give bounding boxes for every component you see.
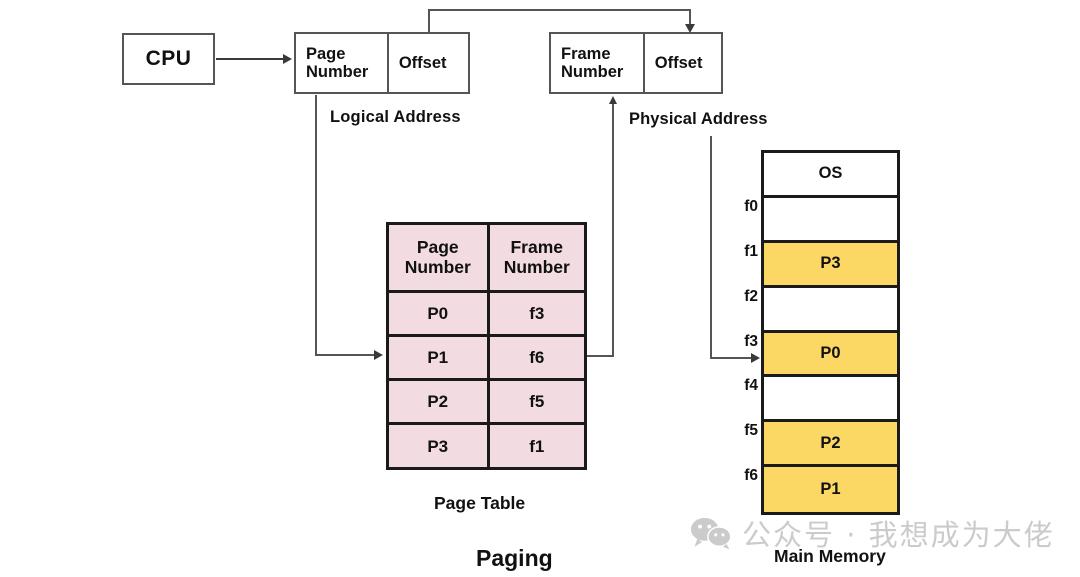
- page-table-row: P3 f1: [389, 425, 584, 469]
- memory-row-f0: [764, 197, 897, 243]
- page-table-cell-page: P2: [427, 391, 449, 411]
- physical-offset-cell: Offset: [642, 34, 721, 92]
- memory-frame-label: f3: [744, 332, 758, 350]
- offset-connector-top-segment: [428, 9, 690, 11]
- page-table-cell-page: P1: [427, 347, 449, 367]
- logical-page-number-line2: Number: [306, 63, 369, 81]
- memory-row-f2: [764, 287, 897, 333]
- physical-frame-number-line1: Frame: [561, 44, 611, 63]
- cpu-to-logical-line: [216, 58, 284, 60]
- memory-frame-label: f4: [744, 377, 758, 395]
- physical-address-caption: Physical Address: [629, 110, 768, 128]
- memory-row-os: OS: [764, 153, 897, 198]
- logical-offset-label: Offset: [398, 53, 447, 72]
- frame-lookup-vertical: [612, 100, 614, 356]
- physical-to-memory-horizontal: [710, 357, 753, 359]
- memory-row-wrap: f6 P1: [744, 467, 897, 512]
- page-table-header-frame-number: Frame Number: [486, 225, 585, 290]
- physical-to-memory-vertical: [710, 136, 712, 358]
- physical-address-box: Frame Number Offset: [549, 32, 723, 94]
- physical-offset-label: Offset: [654, 53, 703, 72]
- physical-frame-number-cell: Frame Number: [551, 34, 643, 92]
- page-table: Page Number Frame Number P0 f3 P1 f6 P2 …: [386, 222, 587, 470]
- page-number-to-table-arrowhead: [374, 350, 383, 360]
- wechat-logo-icon: [690, 516, 734, 550]
- memory-row-f3: P0: [764, 332, 897, 378]
- page-table-header-page-number: Page Number: [389, 225, 487, 290]
- page-number-to-table-vertical: [315, 95, 317, 355]
- page-table-cell-page: P0: [427, 303, 449, 323]
- offset-connector-up-segment: [428, 9, 430, 33]
- page-table-cell-frame: f6: [486, 337, 585, 378]
- cpu-to-logical-arrowhead: [283, 54, 292, 64]
- memory-frame-label: f1: [744, 242, 758, 260]
- page-table-caption: Page Table: [434, 493, 526, 513]
- page-table-row: P0 f3: [389, 293, 584, 337]
- memory-row-f5: P2: [764, 422, 897, 468]
- page-table-header-row: Page Number Frame Number: [389, 225, 584, 293]
- memory-row-f1: P3: [764, 242, 897, 288]
- physical-to-memory-arrowhead: [751, 353, 760, 363]
- page-number-to-table-horizontal: [315, 354, 375, 356]
- page-table-cell-frame: f5: [486, 381, 585, 422]
- page-table-cell-frame: f1: [486, 425, 585, 469]
- physical-frame-number-line2: Number: [561, 63, 624, 81]
- memory-row-wrap: f3 P0: [744, 332, 897, 378]
- memory-row-wrap: OS: [764, 153, 897, 198]
- main-memory-caption: Main Memory: [774, 546, 886, 566]
- cpu-label: CPU: [145, 47, 192, 70]
- offset-connector-down-segment: [689, 9, 691, 26]
- page-table-header-page-line1: Page: [416, 236, 459, 257]
- page-table-cell-frame: f3: [486, 293, 585, 334]
- frame-lookup-horizontal: [587, 355, 614, 357]
- page-table-header-frame-line1: Frame: [510, 236, 564, 257]
- memory-row-wrap: f1 P3: [744, 242, 897, 288]
- memory-frame-label: f0: [744, 197, 758, 215]
- logical-offset-cell: Offset: [386, 34, 468, 92]
- frame-lookup-arrowhead: [609, 96, 617, 104]
- memory-row-f4: [764, 377, 897, 423]
- page-table-row: P1 f6: [389, 337, 584, 381]
- main-memory: OS f0 f1 P3 f2 f3 P0 f4 f5 P2 f6 P1: [744, 150, 900, 515]
- logical-address-box: Page Number Offset: [294, 32, 470, 94]
- memory-frame-label: f2: [744, 287, 758, 305]
- memory-row-wrap: f0: [744, 197, 897, 243]
- memory-row-f6: P1: [764, 467, 897, 512]
- memory-frame-label: f5: [744, 422, 758, 440]
- logical-page-number-cell: Page Number: [296, 34, 387, 92]
- memory-frame-label: f6: [744, 467, 758, 485]
- memory-row-wrap: f5 P2: [744, 422, 897, 468]
- memory-row-wrap: f4: [744, 377, 897, 423]
- page-title: Paging: [476, 545, 553, 571]
- page-table-cell-page: P3: [427, 437, 449, 457]
- page-table-header-frame-line2: Number: [503, 256, 570, 277]
- memory-row-wrap: f2: [744, 287, 897, 333]
- logical-page-number-line1: Page: [306, 44, 346, 63]
- page-table-row: P2 f5: [389, 381, 584, 425]
- offset-connector-arrowhead: [685, 24, 695, 33]
- cpu-box: CPU: [122, 33, 215, 85]
- logical-address-caption: Logical Address: [330, 108, 461, 126]
- page-table-header-page-line2: Number: [404, 256, 471, 277]
